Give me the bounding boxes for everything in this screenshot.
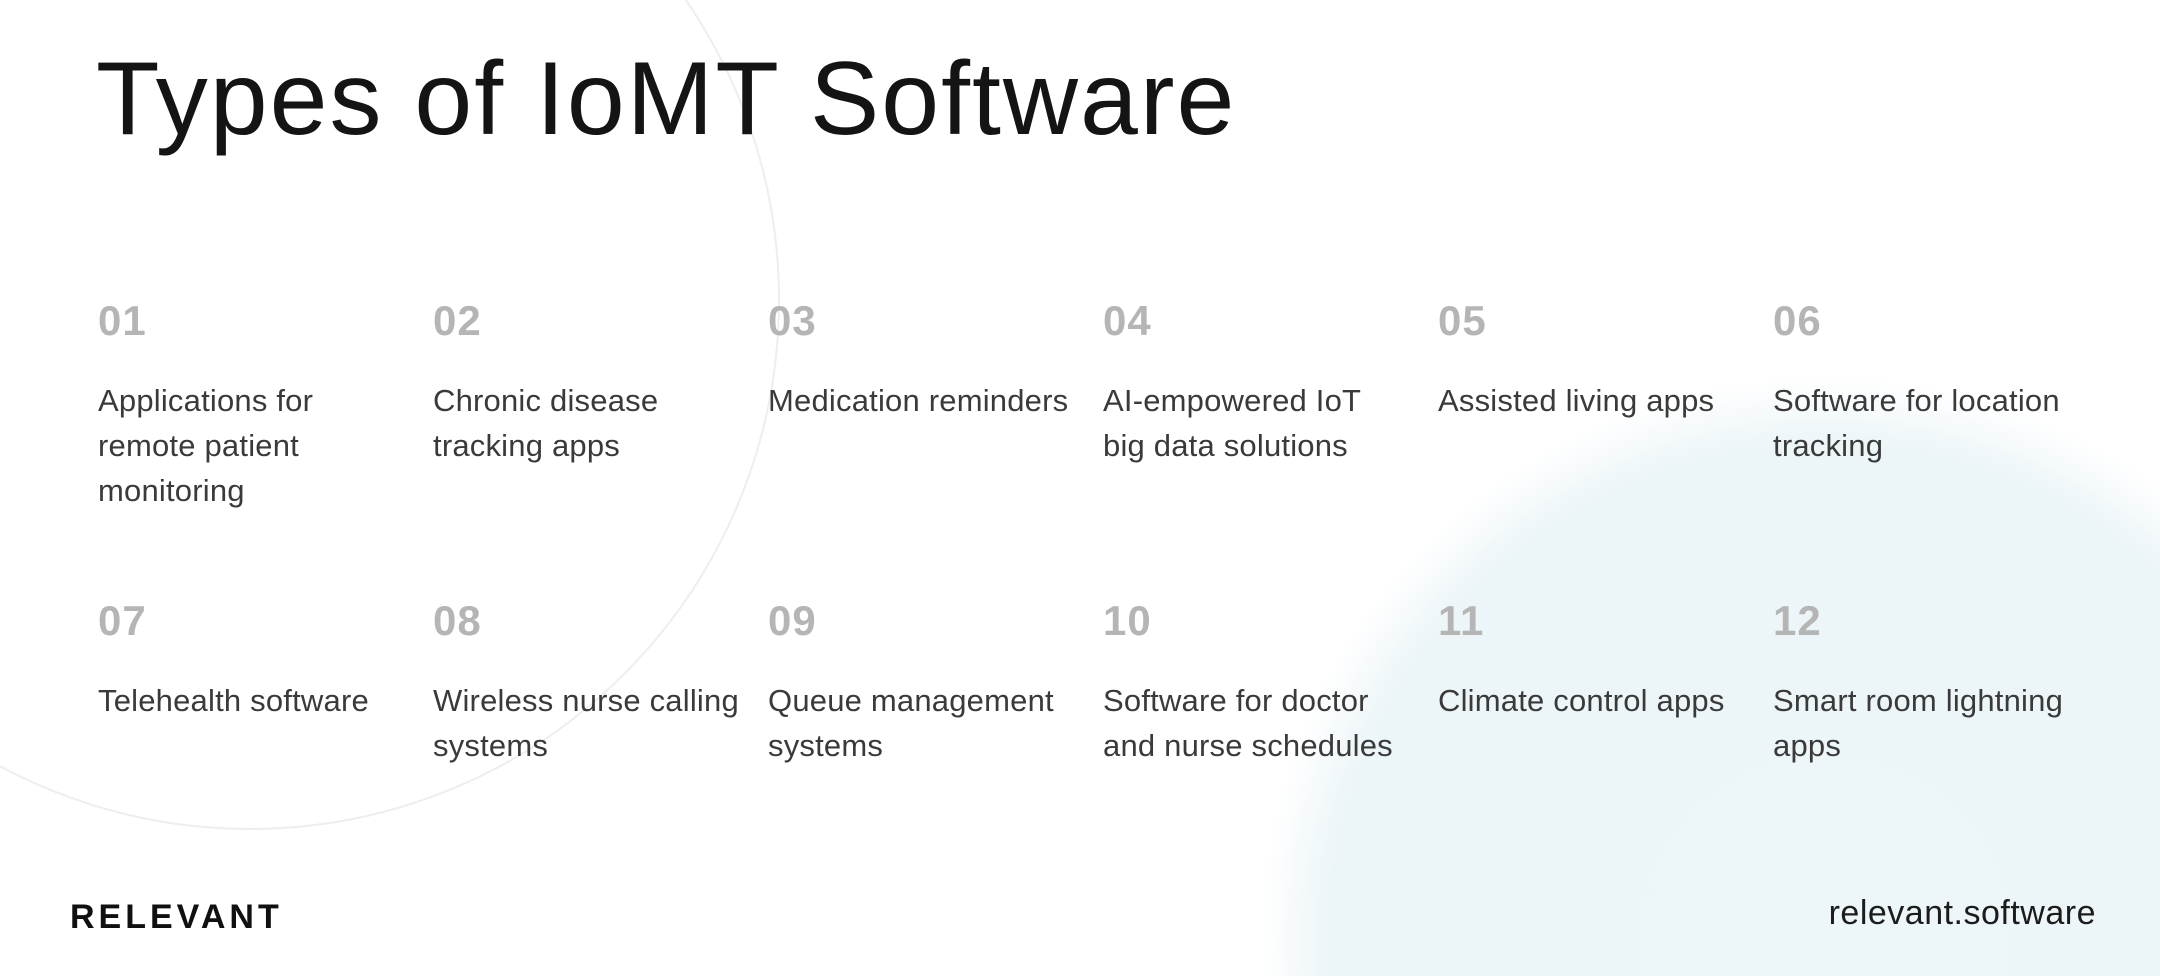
items-grid: 01 Applications for remote patient monit… [98, 300, 2108, 900]
item-number: 01 [98, 297, 147, 344]
list-item: 10 Software for doctor and nurse schedul… [1103, 600, 1438, 900]
item-number: 06 [1773, 297, 1822, 344]
item-label: Queue management systems [768, 683, 1054, 763]
item-label: Applications for remote patient monitori… [98, 383, 314, 508]
list-item: 05 Assisted living apps [1438, 300, 1773, 600]
item-number: 05 [1438, 297, 1487, 344]
item-number: 03 [768, 297, 817, 344]
item-label: Software for location tracking [1773, 383, 2060, 463]
list-item: 07 Telehealth software [98, 600, 433, 900]
list-item: 02 Chronic disease tracking apps [433, 300, 768, 600]
list-item: 11 Climate control apps [1438, 600, 1773, 900]
item-number: 09 [768, 597, 817, 644]
item-number: 11 [1438, 597, 1485, 644]
item-label: Telehealth software [98, 683, 369, 718]
item-label: Medication reminders [768, 383, 1069, 418]
list-item: 12 Smart room lightning apps [1773, 600, 2108, 900]
item-label: Wireless nurse calling systems [433, 683, 739, 763]
list-item: 03 Medication reminders [768, 300, 1103, 600]
list-item: 04 AI-empowered IoT big data solutions [1103, 300, 1438, 600]
item-number: 12 [1773, 597, 1822, 644]
item-label: AI-empowered IoT big data solutions [1103, 383, 1362, 463]
item-label: Smart room lightning apps [1773, 683, 2064, 763]
list-item: 08 Wireless nurse calling systems [433, 600, 768, 900]
item-number: 02 [433, 297, 482, 344]
website-url: relevant.software [1828, 894, 2096, 932]
list-item: 01 Applications for remote patient monit… [98, 300, 433, 600]
item-number: 07 [98, 597, 147, 644]
item-number: 04 [1103, 297, 1152, 344]
page-title: Types of IoMT Software [96, 41, 1237, 157]
list-item: 06 Software for location tracking [1773, 300, 2108, 600]
item-number: 08 [433, 597, 482, 644]
relevant-logo: RELEVANT [70, 898, 283, 936]
item-label: Climate control apps [1438, 683, 1725, 718]
item-number: 10 [1103, 597, 1152, 644]
item-label: Software for doctor and nurse schedules [1103, 683, 1393, 763]
item-label: Chronic disease tracking apps [433, 383, 659, 463]
item-label: Assisted living apps [1438, 383, 1715, 418]
list-item: 09 Queue management systems [768, 600, 1103, 900]
